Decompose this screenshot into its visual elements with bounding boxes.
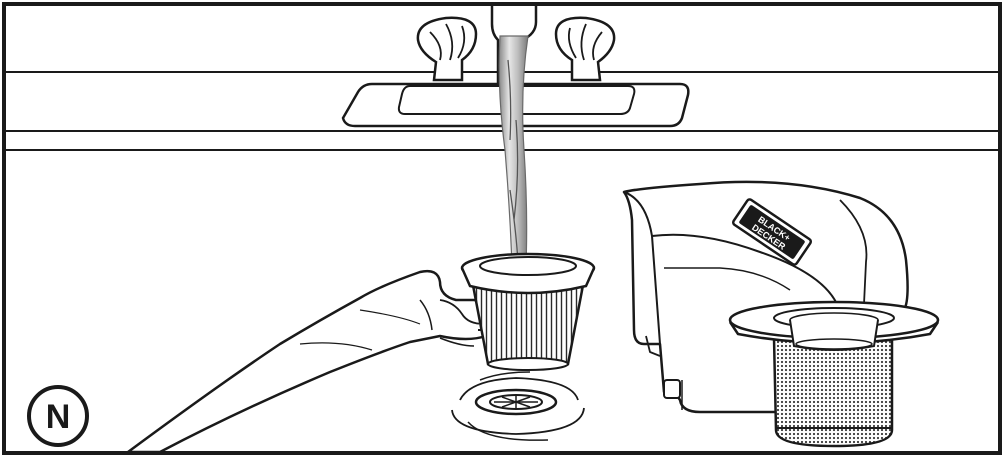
step-indicator: N [29,387,87,445]
step-letter: N [46,398,71,436]
